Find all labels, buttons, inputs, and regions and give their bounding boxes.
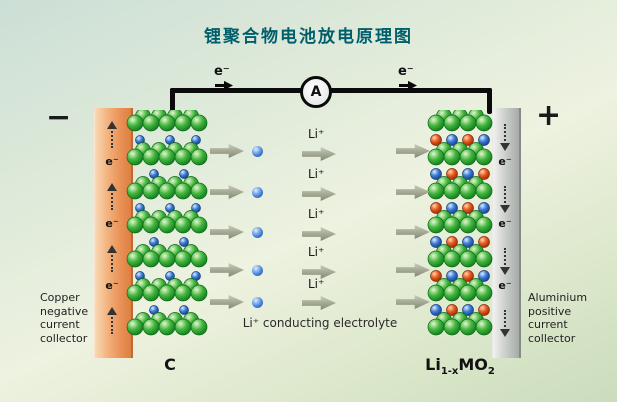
electron-flow-arrow-left-icon [215,80,233,91]
li-ion-label: Li⁺ [308,245,325,259]
electron-up-arrow-icon [107,307,117,334]
copper-caption-line: current [40,318,80,331]
aluminium-caption-line: current [528,318,568,331]
circuit-wire-right [487,88,492,114]
aluminium-caption-line: collector [528,331,576,345]
aluminium-caption-line: positive [528,304,572,318]
diagram-title: 锂聚合物电池放电原理图 [204,27,413,47]
positive-terminal: + [536,98,562,133]
formula-sub: 2 [487,366,495,378]
electron-flow-label-right: e⁻ [398,64,414,79]
formula-sub: 1-x [440,366,459,378]
ion-arrow-icon [210,294,244,310]
right-electrode-formula: Li1-xMO2 [415,355,505,377]
ammeter-label: A [310,84,322,100]
ion-arrow-icon [210,184,244,200]
left-electrode-label: C [164,355,176,374]
copper-caption-line: Copper [40,291,80,304]
electron-down-arrow-icon [500,248,510,275]
circuit-wire-left [170,88,175,114]
li-ion-dot [252,146,263,157]
electron-down-arrow-icon [500,124,510,151]
li-ion-dot [252,187,263,198]
li-ion-dot [252,297,263,308]
ion-arrow-icon [210,143,244,159]
electron-down-arrow-icon [500,310,510,337]
aluminium-caption: Aluminium positive current collector [528,291,587,345]
right-electrode-oxide-lattice [427,110,493,336]
copper-caption: Copper negative current collector [40,291,88,345]
copper-electron-label: e⁻ [105,155,119,168]
copper-electron-label: e⁻ [105,279,119,292]
electron-up-arrow-icon [107,121,117,148]
formula-base: Li [425,355,441,374]
electron-down-arrow-icon [500,186,510,213]
li-ion-label: Li⁺ [308,167,325,181]
aluminium-electron-label: e⁻ [498,155,512,168]
copper-caption-line: negative [40,304,89,318]
electron-up-arrow-icon [107,183,117,210]
ion-arrow-icon [302,295,336,311]
electron-flow-label-left: e⁻ [214,64,230,79]
left-electrode-graphite-lattice [126,110,208,336]
electron-flow-arrow-right-icon [399,80,417,91]
electron-up-arrow-icon [107,245,117,272]
aluminium-caption-line: Aluminium [528,291,588,304]
aluminium-electron-label: e⁻ [498,217,512,230]
ion-arrow-icon [210,224,244,240]
aluminium-electron-label: e⁻ [498,279,512,292]
li-ion-dot [252,227,263,238]
ion-arrow-icon [302,186,336,202]
electrolyte-caption: Li⁺ conducting electrolyte [242,316,398,330]
formula-base: MO [458,355,488,374]
ion-arrow-icon [302,226,336,242]
ion-arrow-icon [302,146,336,162]
li-ion-label: Li⁺ [308,127,325,141]
copper-collector [94,108,133,358]
negative-terminal: − [46,100,72,135]
li-ion-dot [252,265,263,276]
ion-arrow-icon [210,262,244,278]
li-ion-label: Li⁺ [308,277,325,291]
copper-electron-label: e⁻ [105,217,119,230]
li-ion-label: Li⁺ [308,207,325,221]
ammeter: A [300,76,332,108]
copper-caption-line: collector [40,331,88,345]
